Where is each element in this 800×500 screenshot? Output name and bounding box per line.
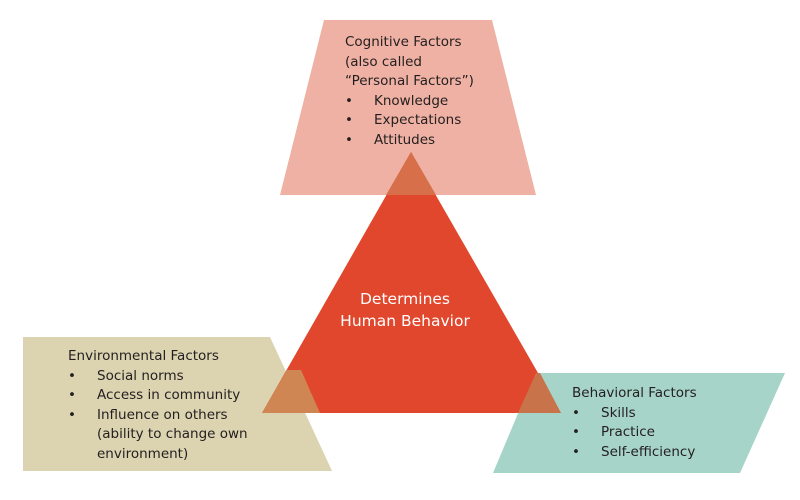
list-item-label: Influence on others: [97, 406, 228, 423]
list-item-label: Access in community: [97, 387, 241, 403]
bullet: •: [572, 443, 580, 460]
list-item: • Knowledge: [345, 92, 474, 112]
list-item: • Social norms: [68, 367, 248, 387]
cognitive-title-line1: Cognitive Factors: [345, 34, 462, 50]
list-item-label: Expectations: [374, 112, 462, 128]
list-item-label: Knowledge: [374, 92, 449, 109]
center-label-line1: Determines: [359, 290, 451, 308]
list-item-label: Attitudes: [374, 131, 436, 148]
environmental-title: Environmental Factors: [68, 348, 219, 364]
cognitive-factors-block: Cognitive Factors (also called “Personal…: [345, 33, 474, 150]
list-item: • Skills: [572, 404, 697, 424]
behavioral-factors-block: Behavioral Factors • Skills • Practice •…: [572, 384, 697, 462]
center-label: Determines Human Behavior: [305, 288, 505, 332]
center-label-line2: Human Behavior: [340, 312, 470, 330]
list-item: • Expectations: [345, 111, 474, 131]
list-item: • Practice: [572, 423, 697, 443]
behavioral-list: • Skills • Practice • Self-efficiency: [572, 404, 697, 463]
bullet: •: [68, 406, 76, 423]
bullet: •: [68, 387, 76, 403]
cognitive-factors-shape: [280, 20, 536, 195]
list-item: • Attitudes: [345, 131, 474, 151]
list-item-label: Self-efficiency: [601, 443, 696, 460]
list-item: • Self-efficiency: [572, 443, 697, 463]
bullet: •: [572, 424, 580, 440]
cognitive-title-line2: (also called: [345, 53, 422, 70]
behavioral-title: Behavioral Factors: [572, 385, 697, 401]
bullet: •: [572, 404, 580, 421]
overlap-top: [386, 152, 436, 195]
cognitive-title-line3: “Personal Factors”): [345, 73, 474, 89]
environmental-continuation-line2: environment): [97, 445, 189, 462]
behavioral-factors-shape: [493, 373, 785, 473]
cognitive-list: • Knowledge • Expectations • Attitudes: [345, 92, 474, 151]
environmental-list: • Social norms • Access in community • I…: [68, 367, 248, 426]
list-item-label: Practice: [601, 424, 655, 440]
environmental-factors-block: Environmental Factors • Social norms • A…: [68, 347, 248, 464]
human-behavior-triangle: [262, 152, 561, 413]
overlap-left: [262, 370, 320, 413]
bullet: •: [345, 92, 353, 109]
list-item: • Influence on others: [68, 406, 248, 426]
environmental-factors-shape: [23, 337, 332, 471]
list-item-label: Skills: [601, 404, 636, 421]
bullet: •: [345, 131, 353, 148]
bullet: •: [68, 367, 76, 384]
overlap-right: [518, 373, 561, 413]
list-item-label: Social norms: [97, 367, 184, 384]
bullet: •: [345, 112, 353, 128]
environmental-continuation-line1: (ability to change own: [97, 426, 248, 442]
list-item: • Access in community: [68, 386, 248, 406]
